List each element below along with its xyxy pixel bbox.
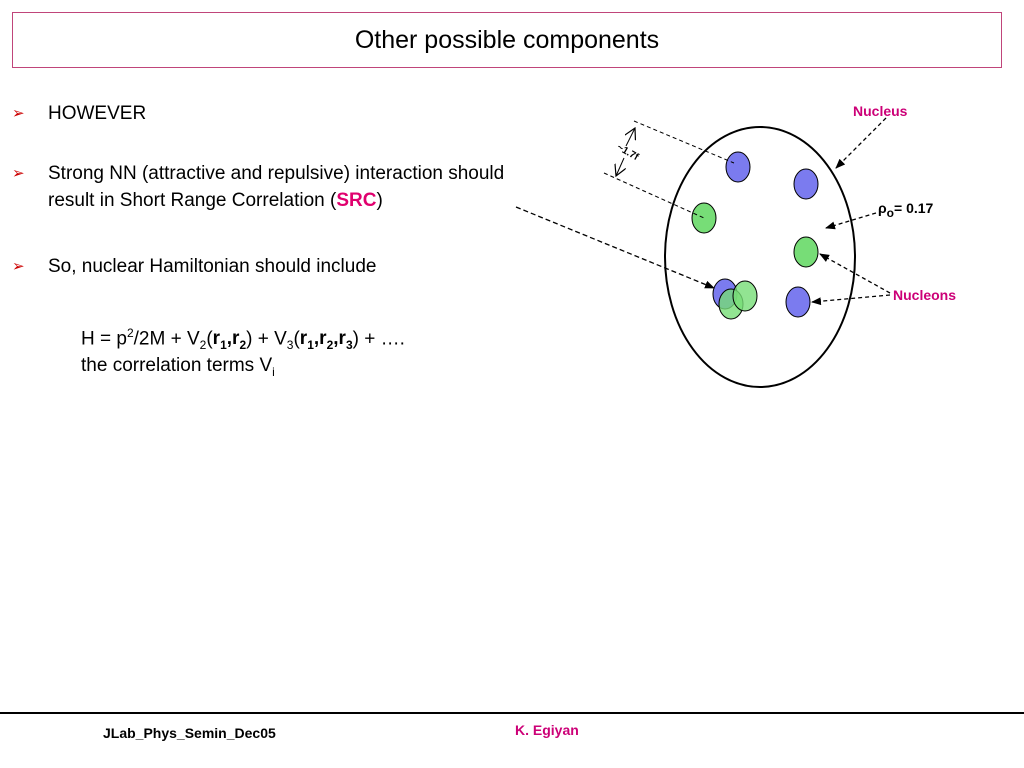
nucleon-blue (725, 151, 751, 183)
nucleons-pointer (811, 294, 891, 306)
footer-divider (0, 712, 1024, 714)
src-highlight: SRC (336, 190, 377, 211)
distance-arrow (616, 157, 624, 176)
distance-arrow (626, 128, 635, 147)
bullet-text: So, nuclear Hamiltonian should include (48, 256, 377, 277)
footer-author: K. Egiyan (515, 722, 579, 738)
nucleon-green (691, 202, 717, 234)
density-label: ρo= 0.17 (878, 200, 934, 220)
footer-left: JLab_Phys_Semin_Dec05 (103, 725, 276, 741)
bullet-src: ➢ Strong NN (attractive and repulsive) i… (12, 160, 538, 214)
nucleons-pointer (819, 253, 891, 294)
bullet-hamiltonian: ➢ So, nuclear Hamiltonian should include (12, 253, 538, 280)
distance-guide (603, 172, 705, 219)
nucleon-green-src (732, 280, 758, 312)
nucleons-label: Nucleons (893, 287, 957, 303)
correlation-terms: the correlation terms Vi (81, 355, 275, 379)
src-pointer (515, 206, 715, 289)
rho-pointer (825, 212, 877, 230)
nucleus-pointer (835, 117, 887, 169)
arrow-bullet-icon: ➢ (12, 105, 25, 122)
title-box: Other possible components (12, 12, 1002, 68)
bullet-text: HOWEVER (48, 103, 147, 124)
nucleon-green (793, 236, 819, 268)
bullet-however: ➢ HOWEVER (12, 100, 538, 127)
nucleon-blue (785, 286, 811, 318)
arrow-bullet-icon: ➢ (12, 165, 25, 182)
hamiltonian-equation: H = p2/2M + V2(r1,r2) + V3(r1,r2,r3) + …… (81, 326, 405, 353)
nucleon-blue (793, 168, 819, 200)
bullet-text: Strong NN (attractive and repulsive) int… (48, 163, 505, 211)
nucleus-label: Nucleus (853, 103, 908, 119)
arrow-bullet-icon: ➢ (12, 258, 25, 275)
page-title: Other possible components (354, 25, 660, 54)
